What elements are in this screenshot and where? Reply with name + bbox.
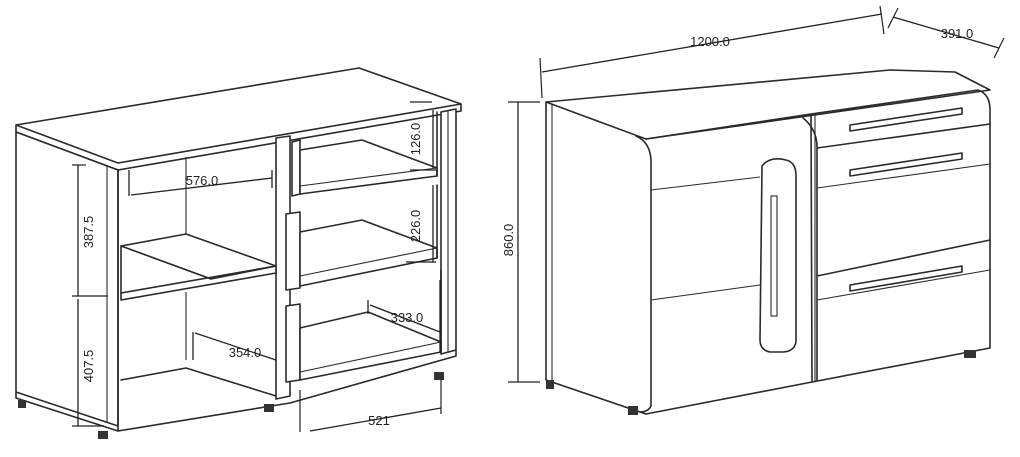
left-side-panel — [15, 131, 119, 427]
dim-right-depth: 333.0 — [367, 280, 441, 352]
dim-total-height-label: 860.0 — [501, 224, 516, 257]
drawer-separator — [816, 123, 991, 149]
dim-mid-shelf: 226.0 — [406, 185, 436, 263]
dim-left-depth-label: 354.0 — [229, 345, 262, 360]
drawer-handle-bottom — [849, 265, 963, 292]
left-compartment-floor — [120, 367, 277, 397]
dim-inner-width: 576.0 — [128, 170, 273, 196]
rounded-front-edge — [635, 135, 652, 413]
leg — [98, 431, 108, 439]
leg — [434, 372, 444, 380]
leg — [18, 400, 26, 408]
cabinet-top-surface — [545, 69, 991, 140]
dim-right-depth-label: 333.0 — [391, 310, 424, 325]
cabinet-bottom-left-edge — [15, 391, 119, 432]
bottom-drawer — [285, 269, 442, 383]
door-handle-recess — [759, 158, 797, 353]
drawer-front-block — [810, 89, 991, 383]
dim-drawer-width: 521 — [299, 380, 442, 432]
dim-lower-height: 407.5 — [72, 299, 104, 427]
dim-total-width-label: 1200.0 — [690, 34, 730, 49]
closed-cabinet-view: 1200.0 391.0 860.0 — [501, 5, 1005, 415]
dim-total-height: 860.0 — [501, 101, 540, 383]
leg — [264, 404, 274, 412]
dim-mid-shelf-label: 226.0 — [408, 210, 423, 243]
dim-lower-height-label: 407.5 — [81, 350, 96, 383]
leg — [964, 350, 976, 358]
drawer-reflection-line — [816, 269, 991, 301]
dim-top-shelf: 126.0 — [408, 101, 436, 171]
door-reflection-line — [650, 176, 761, 191]
dim-upper-height-label: 387.5 — [81, 216, 96, 249]
cabinet-bottom-edge — [117, 349, 457, 432]
drawer-handle-middle — [849, 152, 963, 177]
dim-drawer-width-label: 521 — [368, 413, 390, 428]
dim-inner-width-label: 576.0 — [186, 173, 219, 188]
dim-left-depth: 354.0 — [192, 332, 277, 361]
drawer-reflection-line — [816, 163, 991, 189]
dim-total-depth-label: 391.0 — [941, 26, 974, 41]
door-handle-bar — [770, 195, 778, 317]
drawer-separator — [816, 239, 991, 277]
dim-upper-height: 387.5 — [72, 164, 108, 297]
dim-top-shelf-label: 126.0 — [408, 123, 423, 156]
dim-total-width: 1200.0 — [539, 5, 885, 99]
top-drawer — [291, 111, 438, 197]
dim-total-depth: 391.0 — [887, 7, 1005, 59]
leg — [546, 380, 554, 389]
door-drawer-seam — [802, 117, 818, 381]
open-cabinet-view: 576.0 387.5 407.5 354.0 126.0 — [15, 67, 462, 439]
door-front — [645, 113, 813, 415]
cabinet-left-side — [545, 101, 647, 415]
drawer-handle-top — [849, 107, 963, 132]
door-reflection-line — [650, 284, 761, 301]
left-shelf-edge — [120, 265, 277, 294]
middle-drawer — [285, 184, 438, 291]
leg — [628, 406, 638, 415]
